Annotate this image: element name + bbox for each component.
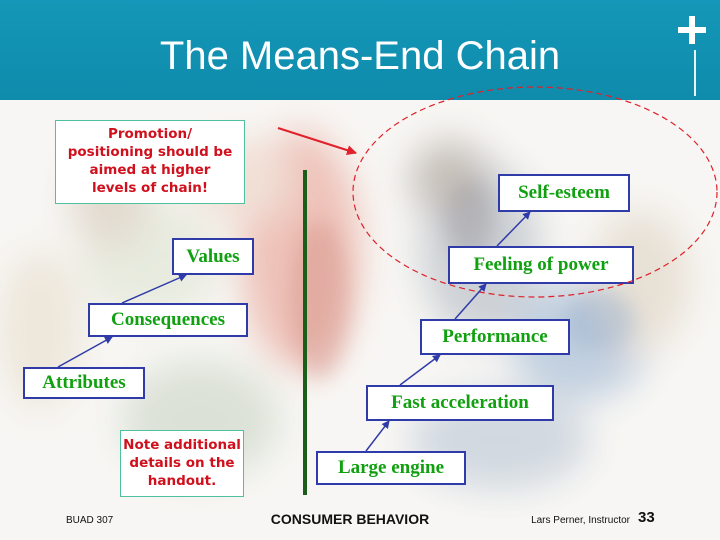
chain-divider (303, 170, 307, 495)
chain-box-large-engine: Large engine (316, 451, 466, 485)
highlight-ellipse (352, 86, 718, 298)
footer-instructor: Lars Perner, Instructor (531, 515, 630, 526)
footer-course: BUAD 307 (66, 515, 114, 526)
link-consequences-values (121, 274, 187, 304)
chain-box-self-esteem: Self-esteem (498, 174, 630, 212)
handout-note: Note additional details on the handout. (120, 430, 244, 497)
promotion-arrow (277, 127, 357, 156)
chain-box-attributes: Attributes (23, 367, 145, 399)
title-banner: The Means-End Chain (0, 0, 720, 100)
handout-note-line-2: details on the (129, 455, 235, 471)
chain-box-feeling-of-power: Feeling of power (448, 246, 634, 284)
footer-subject: CONSUMER BEHAVIOR (270, 511, 430, 527)
promotion-note: Promotion/ positioning should be aimed a… (55, 120, 245, 204)
chain-box-consequences: Consequences (88, 303, 248, 337)
promotion-note-line-3: aimed at higher (89, 162, 211, 178)
handout-note-line-3: handout. (147, 473, 217, 489)
link-attributes-consequences (57, 336, 113, 368)
link-performance-power (454, 283, 487, 320)
footer-page-number: 33 (638, 509, 655, 526)
chain-box-performance: Performance (420, 319, 570, 355)
handout-note-line-1: Note additional (123, 437, 241, 453)
promotion-note-line-1: Promotion/ (107, 126, 193, 142)
promotion-note-line-4: levels of chain! (91, 180, 209, 196)
plus-icon (678, 16, 706, 44)
link-power-selfesteem (496, 211, 531, 247)
chain-box-fast-acceleration: Fast acceleration (366, 385, 554, 421)
promotion-note-line-2: positioning should be (67, 144, 233, 160)
link-engine-acceleration (365, 420, 390, 452)
chain-box-values: Values (172, 238, 254, 275)
slide-title: The Means-End Chain (159, 34, 561, 78)
link-acceleration-performance (399, 354, 441, 386)
header-ruler (694, 50, 696, 96)
